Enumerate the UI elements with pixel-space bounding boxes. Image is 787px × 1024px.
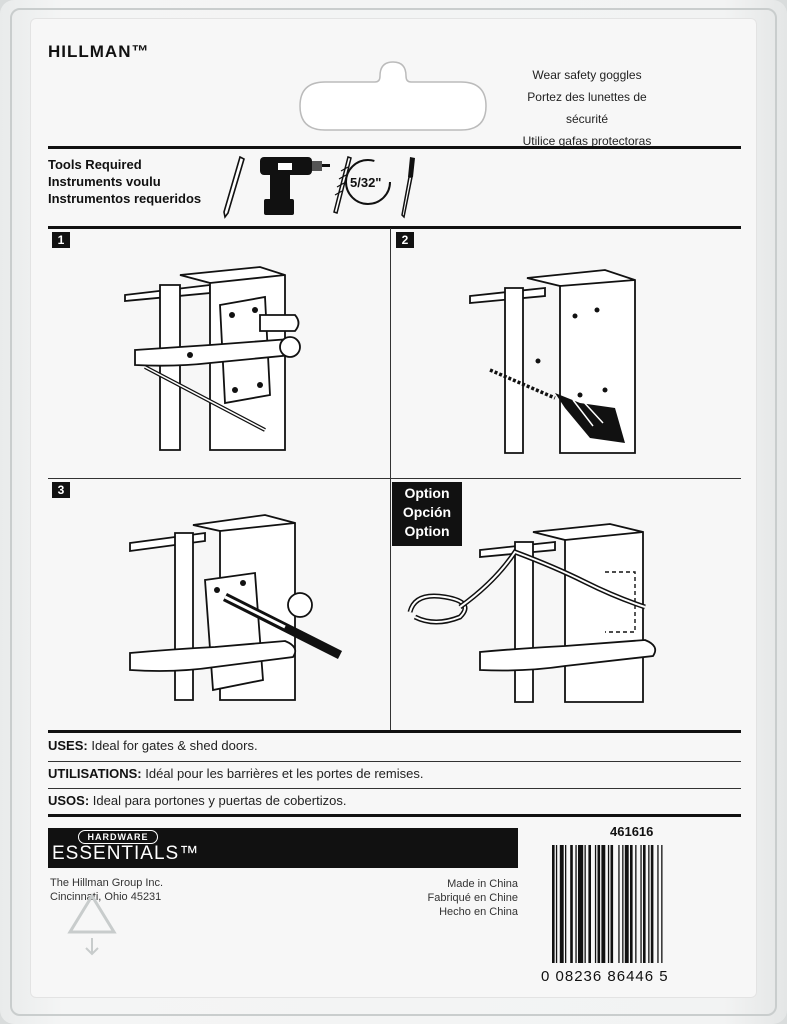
company-address: The Hillman Group Inc. Cincinnati, Ohio …: [50, 877, 164, 903]
barcode-bar: [559, 845, 564, 963]
barcode-bar: [594, 845, 597, 963]
barcode-digits: 0 08236 86446 5: [541, 968, 669, 985]
option-illustration: [407, 523, 657, 703]
barcode-bar: [597, 845, 601, 963]
barcode-bar: [648, 845, 650, 963]
divider: [48, 226, 741, 229]
barcode-bar: [584, 845, 586, 963]
barcode-bar: [570, 845, 573, 963]
drill-bit-icon: [333, 156, 391, 214]
barcode-bar: [578, 845, 584, 963]
uses-fr: UTILISATIONS: Idéal pour les barrières e…: [48, 766, 424, 781]
panel-divider-vertical: [390, 228, 391, 730]
safety-es: Utilice gafas protectoras: [522, 134, 652, 148]
barcode-bar: [565, 845, 567, 963]
step-number-2: 2: [396, 232, 414, 248]
uses-es: USOS: Ideal para portones y puertas de c…: [48, 793, 347, 808]
barcode-bar: [622, 845, 624, 963]
barcode-bar: [607, 845, 610, 963]
step-1-illustration: [124, 266, 301, 451]
divider: [48, 814, 741, 817]
divider: [48, 730, 741, 733]
barcode-bar: [640, 845, 642, 963]
pencil-icon: [223, 155, 245, 219]
panel-divider-horizontal: [48, 478, 741, 479]
barcode-bar: [610, 845, 614, 963]
hardware-logo-bottom: ESSENTIALS™: [52, 843, 200, 864]
brand-logo: HILLMAN™: [48, 42, 150, 61]
barcode-bar: [650, 845, 654, 963]
step-2-illustration: [469, 269, 636, 454]
barcode-bar: [618, 845, 620, 963]
option-label: Option Opción Option: [392, 482, 462, 546]
hardware-logo-top: HARDWARE: [78, 830, 158, 844]
safety-en: Wear safety goggles: [532, 68, 642, 82]
barcode-bar: [657, 845, 659, 963]
step-number-1: 1: [52, 232, 70, 248]
hang-hole: [299, 61, 487, 131]
recycle-icon: [67, 893, 117, 956]
made-in: Made in China Fabriqué en Chine Hecho en…: [427, 878, 518, 918]
barcode-bar: [552, 845, 555, 963]
safety-warning: Wear safety goggles Portez des lunettes …: [507, 64, 667, 152]
barcode-bar: [630, 845, 633, 963]
barcode-bar: [643, 845, 646, 963]
barcode-bar: [601, 845, 606, 963]
tools-required: Tools Required Instruments voulu Instrum…: [48, 157, 202, 206]
step-3-illustration: [129, 514, 343, 701]
drill-bit-size: 5/32": [350, 175, 381, 190]
screwdriver-icon: [401, 157, 415, 219]
barcode-bar: [588, 845, 591, 963]
uses-en: USES: Ideal for gates & shed doors.: [48, 738, 258, 753]
barcode-bar: [661, 845, 663, 963]
barcode-bar: [624, 845, 629, 963]
barcode-bar: [555, 845, 558, 963]
divider: [48, 146, 741, 149]
divider: [48, 788, 741, 789]
sku-number: 461616: [610, 824, 654, 839]
barcode-bar: [635, 845, 637, 963]
divider: [48, 761, 741, 762]
safety-fr: Portez des lunettes de sécurité: [527, 90, 647, 126]
barcode: [552, 845, 663, 963]
cordless-drill-icon: [260, 157, 330, 215]
barcode-bar: [575, 845, 577, 963]
tool-icons: 5/32": [223, 155, 415, 219]
hardware-essentials-banner: [48, 828, 518, 868]
step-number-3: 3: [52, 482, 70, 498]
